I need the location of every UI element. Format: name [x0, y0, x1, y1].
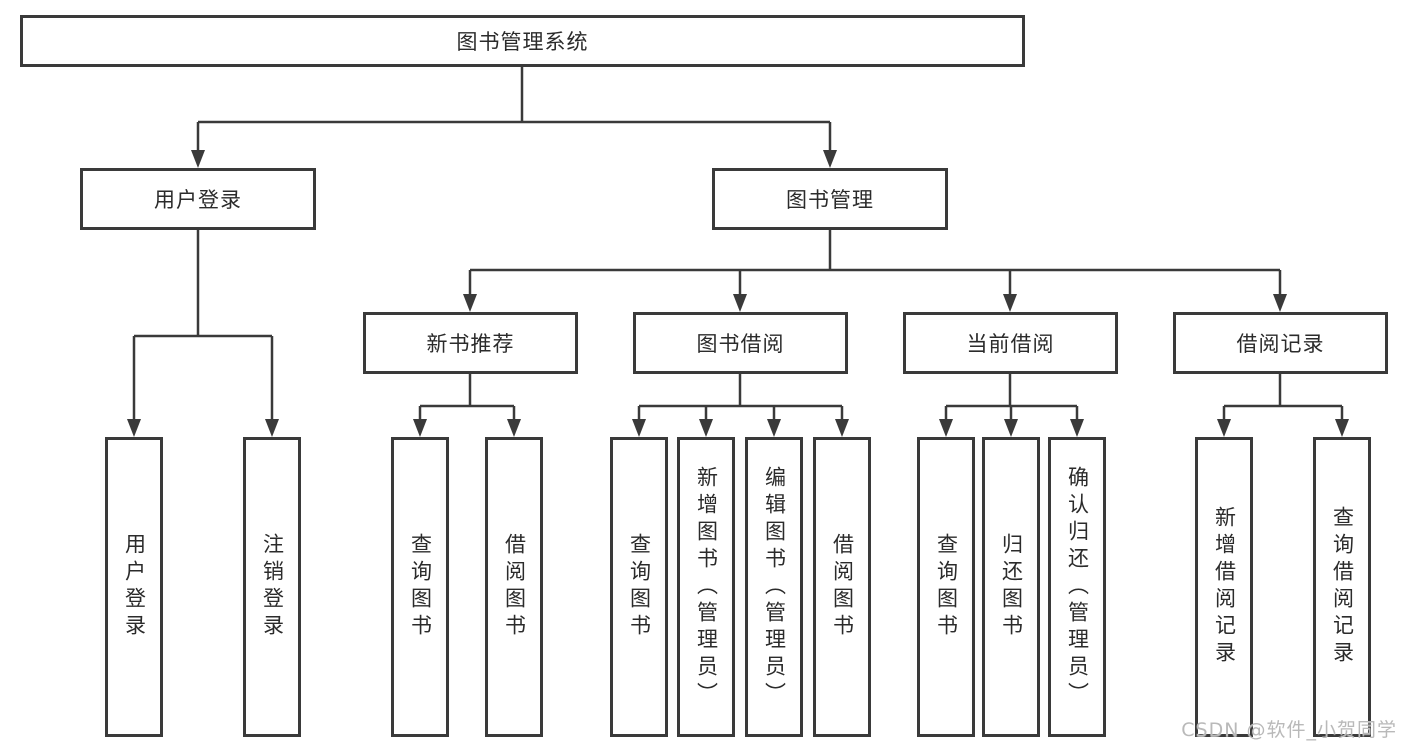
node-user-login: 用户登录	[80, 168, 316, 230]
watermark: CSDN @软件_小贺同学	[1181, 719, 1397, 741]
node-leaf-return-books: 归还图书	[982, 437, 1040, 737]
arrowhead-icons	[127, 150, 1349, 437]
node-book-management: 图书管理	[712, 168, 948, 230]
node-leaf-add-borrow-record: 新增借阅记录	[1195, 437, 1253, 737]
node-leaf-query-books-current: 查询图书	[917, 437, 975, 737]
node-leaf-edit-books-admin: 编辑图书（管理员）	[745, 437, 803, 737]
node-leaf-user-login: 用户登录	[105, 437, 163, 737]
node-current-borrowing: 当前借阅	[903, 312, 1118, 374]
node-leaf-borrow-books-recommend: 借阅图书	[485, 437, 543, 737]
node-leaf-borrow-books: 借阅图书	[813, 437, 871, 737]
node-new-book-recommendation: 新书推荐	[363, 312, 578, 374]
node-library-management-system: 图书管理系统	[20, 15, 1025, 67]
node-borrowing-records: 借阅记录	[1173, 312, 1388, 374]
node-leaf-logout: 注销登录	[243, 437, 301, 737]
node-leaf-query-books-borrow: 查询图书	[610, 437, 668, 737]
node-leaf-query-books-recommend: 查询图书	[391, 437, 449, 737]
node-leaf-query-borrow-record: 查询借阅记录	[1313, 437, 1371, 737]
node-leaf-confirm-return-admin: 确认归还（管理员）	[1048, 437, 1106, 737]
node-book-borrowing: 图书借阅	[633, 312, 848, 374]
node-leaf-add-books-admin: 新增图书（管理员）	[677, 437, 735, 737]
